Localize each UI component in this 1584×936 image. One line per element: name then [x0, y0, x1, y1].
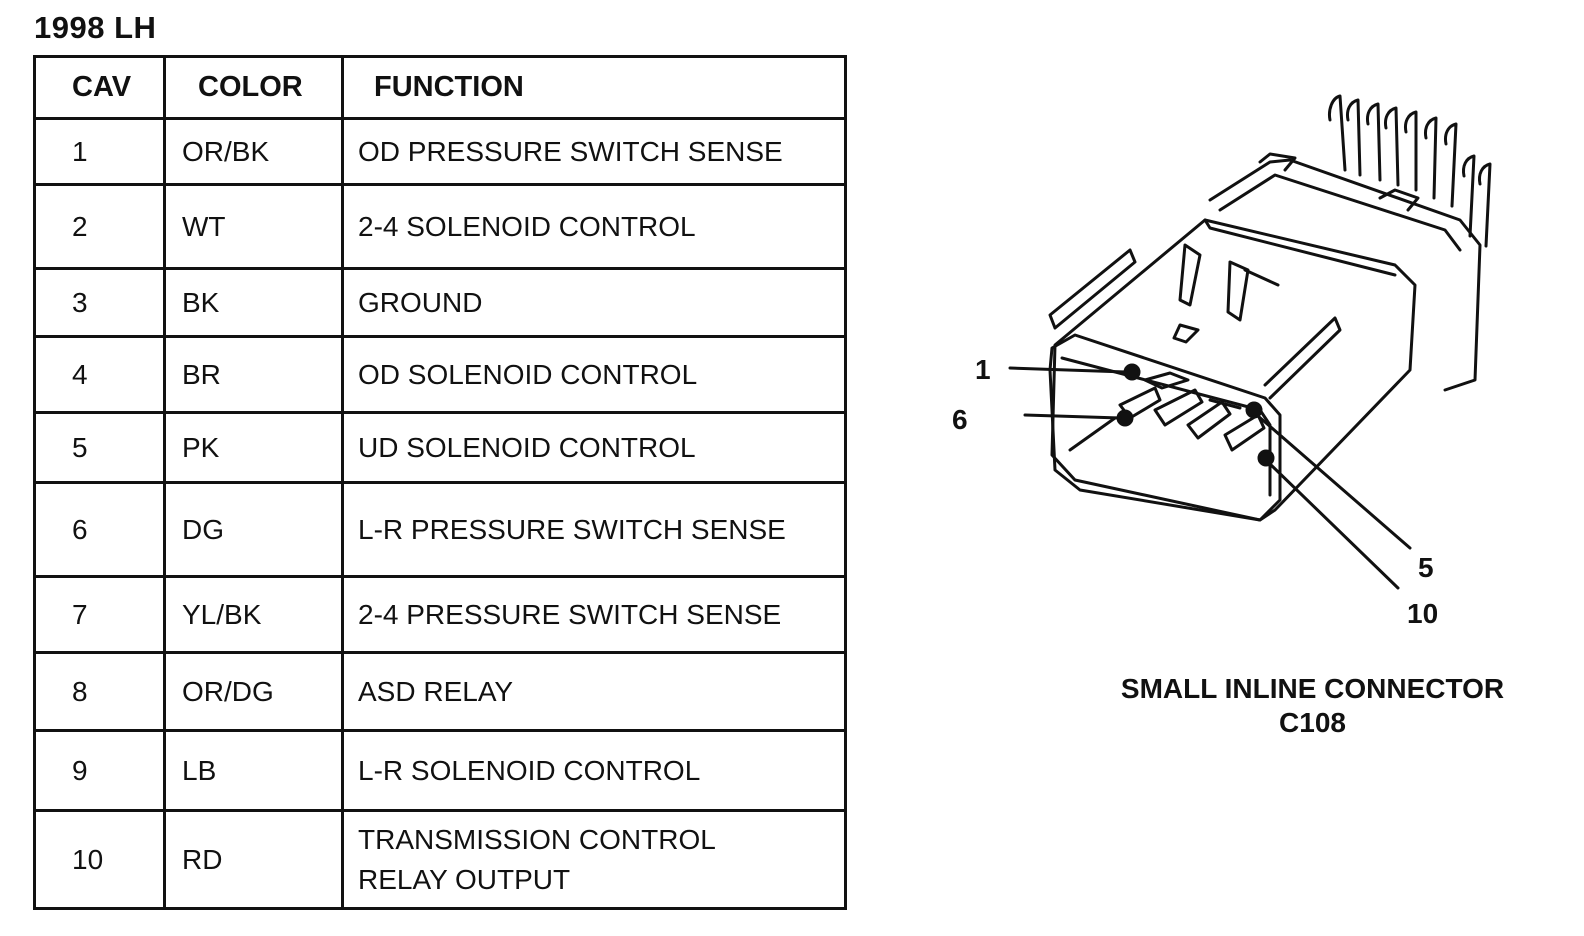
table-row: 2 WT 2-4 SOLENOID CONTROL: [33, 183, 847, 270]
wire-bundle: [1328, 94, 1492, 248]
color-cell: BK: [163, 267, 344, 338]
column-header-cav: CAV: [33, 55, 166, 120]
color-cell: DG: [163, 481, 344, 578]
caption-line-2: C108: [1279, 707, 1346, 738]
function-cell: GROUND: [341, 267, 847, 338]
function-cell: L-R PRESSURE SWITCH SENSE: [341, 481, 847, 578]
function-cell: OD PRESSURE SWITCH SENSE: [341, 117, 847, 186]
leader-lines: [1008, 366, 1412, 590]
pin-label-6: 6: [952, 404, 968, 435]
color-cell: YL/BK: [163, 575, 344, 654]
function-cell: L-R SOLENOID CONTROL: [341, 729, 847, 812]
function-line-2: RELAY OUTPUT: [358, 863, 571, 895]
color-cell: LB: [163, 729, 344, 812]
table-row: 10 RD TRANSMISSION CONTROL RELAY OUTPUT: [33, 809, 847, 910]
column-header-color: COLOR: [163, 55, 344, 120]
table-row: 7 YL/BK 2-4 PRESSURE SWITCH SENSE: [33, 575, 847, 654]
function-cell: TRANSMISSION CONTROL RELAY OUTPUT: [341, 809, 847, 910]
table-row: 9 LB L-R SOLENOID CONTROL: [33, 729, 847, 812]
function-cell: 2-4 SOLENOID CONTROL: [341, 183, 847, 270]
table-header-row: CAV COLOR FUNCTION: [33, 55, 847, 120]
function-cell: ASD RELAY: [341, 651, 847, 732]
caption-line-1: SMALL INLINE CONNECTOR: [1120, 673, 1505, 704]
cavity-cell: 1: [33, 117, 166, 186]
color-cell: RD: [163, 809, 344, 910]
color-cell: WT: [163, 183, 344, 270]
cavity-cell: 9: [33, 729, 166, 812]
function-line-1: TRANSMISSION CONTROL: [358, 823, 716, 855]
cavity-cell: 4: [33, 335, 166, 414]
cavity-cell: 8: [33, 651, 166, 732]
cavity-cell: 6: [33, 481, 166, 578]
table-row: 5 PK UD SOLENOID CONTROL: [33, 411, 847, 484]
cavity-cell: 7: [33, 575, 166, 654]
connector-cap: [1208, 158, 1482, 392]
function-cell: UD SOLENOID CONTROL: [341, 411, 847, 484]
pin-label-10: 10: [1407, 598, 1439, 629]
function-cell: 2-4 PRESSURE SWITCH SENSE: [341, 575, 847, 654]
cavity-cell: 10: [33, 809, 166, 910]
color-cell: OR/BK: [163, 117, 344, 186]
column-header-function: FUNCTION: [341, 55, 847, 120]
function-cell: OD SOLENOID CONTROL: [341, 335, 847, 414]
table-row: 3 BK GROUND: [33, 267, 847, 338]
table-row: 8 OR/DG ASD RELAY: [33, 651, 847, 732]
color-cell: BR: [163, 335, 344, 414]
cavity-cell: 2: [33, 183, 166, 270]
connector-body: [1050, 218, 1417, 522]
pinout-table: CAV COLOR FUNCTION 1 OR/BK OD PRESSURE S…: [33, 55, 847, 910]
pin-label-1: 1: [975, 354, 991, 385]
color-cell: PK: [163, 411, 344, 484]
table-row: 4 BR OD SOLENOID CONTROL: [33, 335, 847, 414]
table-row: 6 DG L-R PRESSURE SWITCH SENSE: [33, 481, 847, 578]
cavity-cell: 5: [33, 411, 166, 484]
connector-illustration: [1008, 94, 1492, 590]
connector-face: [1048, 333, 1282, 522]
pin-label-5: 5: [1418, 552, 1434, 583]
cavity-cell: 3: [33, 267, 166, 338]
table-row: 1 OR/BK OD PRESSURE SWITCH SENSE: [33, 117, 847, 186]
page-title: 1998 LH: [34, 10, 157, 45]
connector-caption: SMALL INLINE CONNECTOR C108: [1090, 672, 1535, 740]
color-cell: OR/DG: [163, 651, 344, 732]
